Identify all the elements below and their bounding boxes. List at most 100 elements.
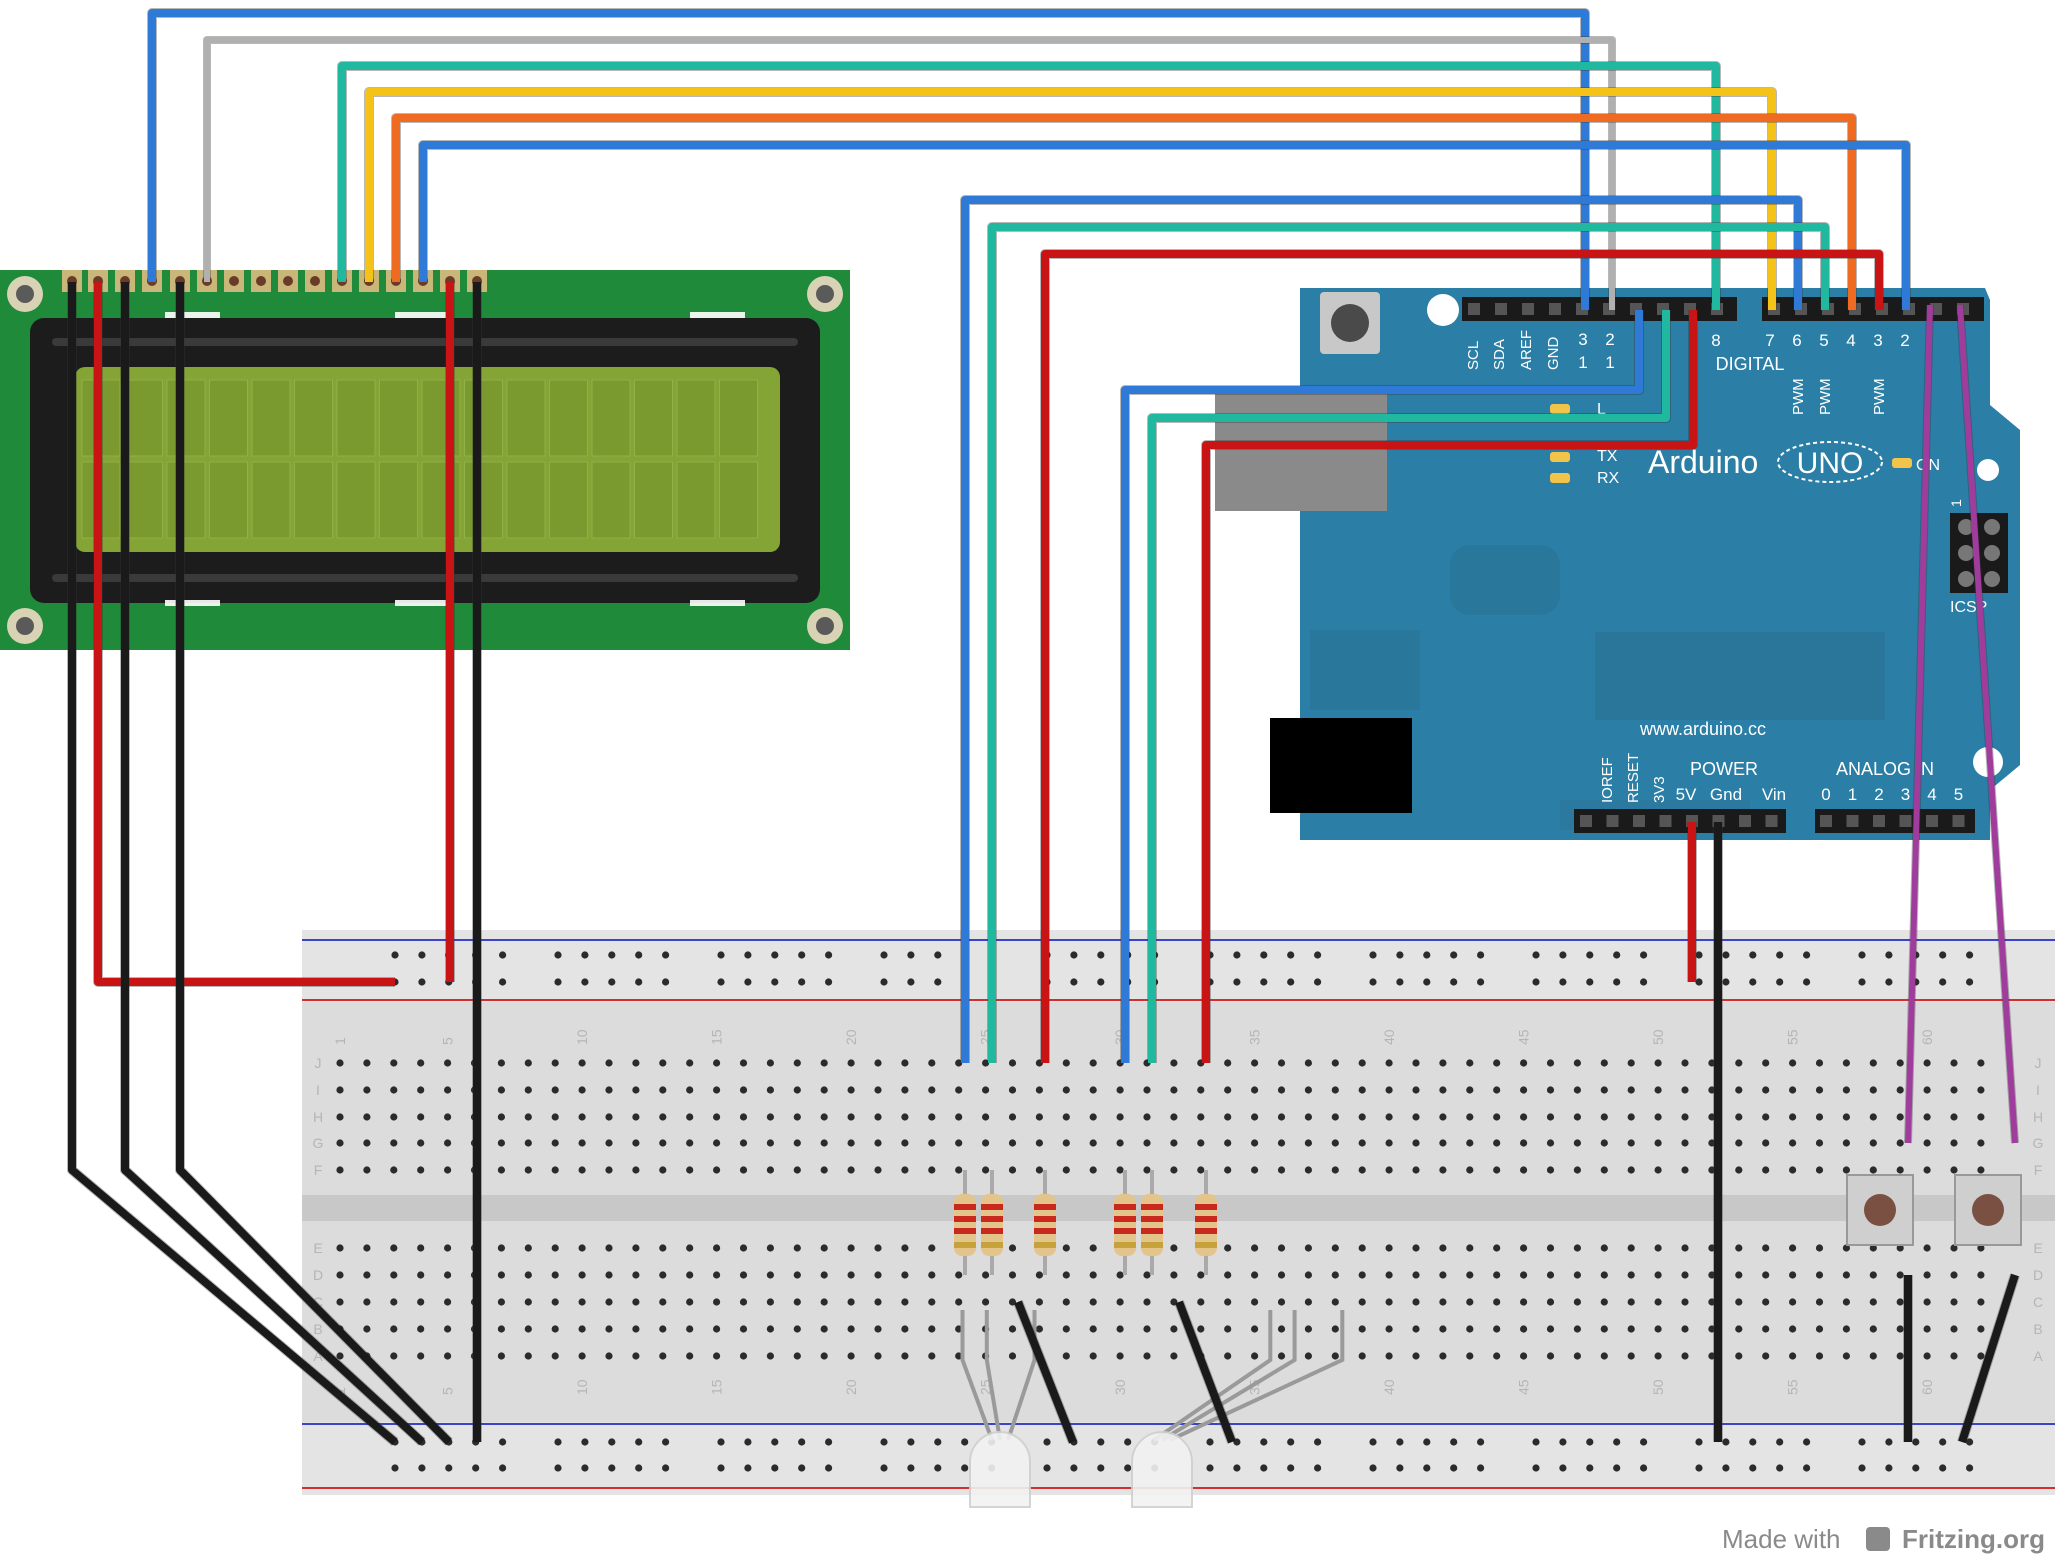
- breadboard-hole: [1789, 1325, 1797, 1333]
- rail-hole: [1695, 1438, 1703, 1446]
- breadboard-hole: [1412, 1298, 1420, 1306]
- breadboard-hole: [1681, 1086, 1689, 1094]
- led-leg: [1169, 1310, 1345, 1442]
- breadboard-hole: [444, 1298, 452, 1306]
- wire-button1-signal: [1905, 304, 1933, 1144]
- breadboard-hole: [1251, 1086, 1259, 1094]
- credit-brand: Fritzing.org: [1902, 1524, 2045, 1554]
- breadboard-hole: [793, 1113, 801, 1121]
- breadboard-hole: [417, 1139, 425, 1147]
- header-hole: [1820, 815, 1832, 827]
- breadboard-hole: [390, 1059, 398, 1067]
- resistor-band: [954, 1228, 976, 1234]
- breadboard-hole: [1546, 1298, 1555, 1306]
- breadboard-hole: [1089, 1244, 1097, 1252]
- wire-led1-red: [1041, 250, 1883, 1063]
- breadboard-hole: [1439, 1059, 1447, 1067]
- rail-hole: [825, 978, 833, 986]
- breadboard-hole: [874, 1086, 882, 1094]
- breadboard-hole: [336, 1352, 344, 1360]
- resistor-band: [1114, 1228, 1136, 1234]
- breadboard-hole: [1654, 1244, 1662, 1252]
- pushbutton-base: [1846, 1174, 1914, 1246]
- breadboard-hole: [847, 1113, 855, 1121]
- breadboard-hole: [901, 1139, 909, 1147]
- pcb-label: 1: [1578, 353, 1587, 372]
- breadboard-hole: [659, 1244, 667, 1252]
- rail-hole: [1287, 1438, 1295, 1446]
- breadboard-hole: [1170, 1059, 1178, 1067]
- lcd-char-cell: [166, 379, 206, 457]
- breadboard-hole: [1950, 1325, 1958, 1333]
- breadboard-hole: [1116, 1139, 1124, 1147]
- breadboard-hole: [1654, 1113, 1662, 1121]
- breadboard-hole: [1251, 1166, 1259, 1174]
- breadboard-hole: [982, 1298, 990, 1306]
- rail-hole: [1586, 1438, 1594, 1446]
- breadboard-hole: [766, 1166, 775, 1174]
- icsp-pin: [1958, 545, 1974, 561]
- breadboard-hole: [1789, 1166, 1797, 1174]
- breadboard-hole: [1546, 1271, 1555, 1279]
- pcb-label: 1: [1848, 785, 1857, 804]
- rail-hole: [717, 1438, 725, 1446]
- breadboard-hole: [1600, 1325, 1608, 1333]
- breadboard-hole: [1116, 1325, 1124, 1333]
- breadboard-hole: [1950, 1271, 1958, 1279]
- breadboard-hole: [1035, 1139, 1043, 1147]
- breadboard-hole: [1089, 1325, 1097, 1333]
- breadboard-hole: [739, 1352, 748, 1360]
- breadboard-hole: [901, 1271, 909, 1279]
- breadboard-hole: [820, 1271, 828, 1279]
- pcb-label: PWM: [1817, 378, 1834, 415]
- rail-hole: [1586, 1464, 1594, 1472]
- resistor-band: [1114, 1216, 1136, 1222]
- pushbutton[interactable]: [1954, 1174, 2022, 1246]
- rgb-led-body: [969, 1431, 1031, 1508]
- breadboard-hole: [524, 1244, 532, 1252]
- breadboard-hole: [1170, 1244, 1178, 1252]
- breadboard-hole: [1520, 1166, 1528, 1174]
- breadboard-hole: [1466, 1352, 1474, 1360]
- rail-hole: [1559, 951, 1567, 959]
- breadboard-hole: [1035, 1325, 1043, 1333]
- breadboard-hole: [1493, 1059, 1501, 1067]
- rail-hole: [1450, 1464, 1458, 1472]
- breadboard-hole: [820, 1139, 828, 1147]
- breadboard-hole: [1869, 1271, 1877, 1279]
- breadboard-hole: [1304, 1271, 1312, 1279]
- pushbutton[interactable]: [1846, 1174, 1914, 1246]
- header-hole: [1495, 303, 1507, 315]
- breadboard-hole: [1923, 1298, 1931, 1306]
- breadboard-hole: [793, 1244, 801, 1252]
- breadboard-hole: [497, 1244, 505, 1252]
- breadboard-hole: [1493, 1113, 1501, 1121]
- breadboard-hole: [1977, 1325, 1985, 1333]
- breadboard-hole: [1681, 1325, 1689, 1333]
- breadboard-hole: [1654, 1298, 1662, 1306]
- breadboard-hole: [1466, 1325, 1474, 1333]
- breadboard-hole: [605, 1059, 613, 1067]
- rail-hole: [499, 1438, 507, 1446]
- breadboard-hole: [1493, 1166, 1501, 1174]
- led-leg: [1006, 1310, 1037, 1441]
- column-number-top: 40: [1381, 1029, 1397, 1045]
- breadboard-hole: [1520, 1271, 1528, 1279]
- breadboard-hole: [1412, 1139, 1420, 1147]
- breadboard-hole: [363, 1086, 371, 1094]
- breadboard-hole: [1385, 1298, 1393, 1306]
- lcd-char-cell: [634, 379, 673, 457]
- breadboard-hole: [1923, 1271, 1931, 1279]
- header-hole: [1765, 815, 1778, 827]
- breadboard-hole: [1842, 1059, 1850, 1067]
- breadboard-hole: [928, 1059, 936, 1067]
- rail-hole: [1450, 1438, 1458, 1446]
- breadboard-hole: [578, 1298, 586, 1306]
- breadboard-hole: [955, 1166, 963, 1174]
- resistor-band: [1195, 1204, 1217, 1210]
- breadboard-hole: [1170, 1086, 1178, 1094]
- breadboard-hole: [847, 1244, 855, 1252]
- breadboard-hole: [1385, 1113, 1393, 1121]
- breadboard-hole: [1197, 1139, 1205, 1147]
- breadboard-hole: [686, 1325, 694, 1333]
